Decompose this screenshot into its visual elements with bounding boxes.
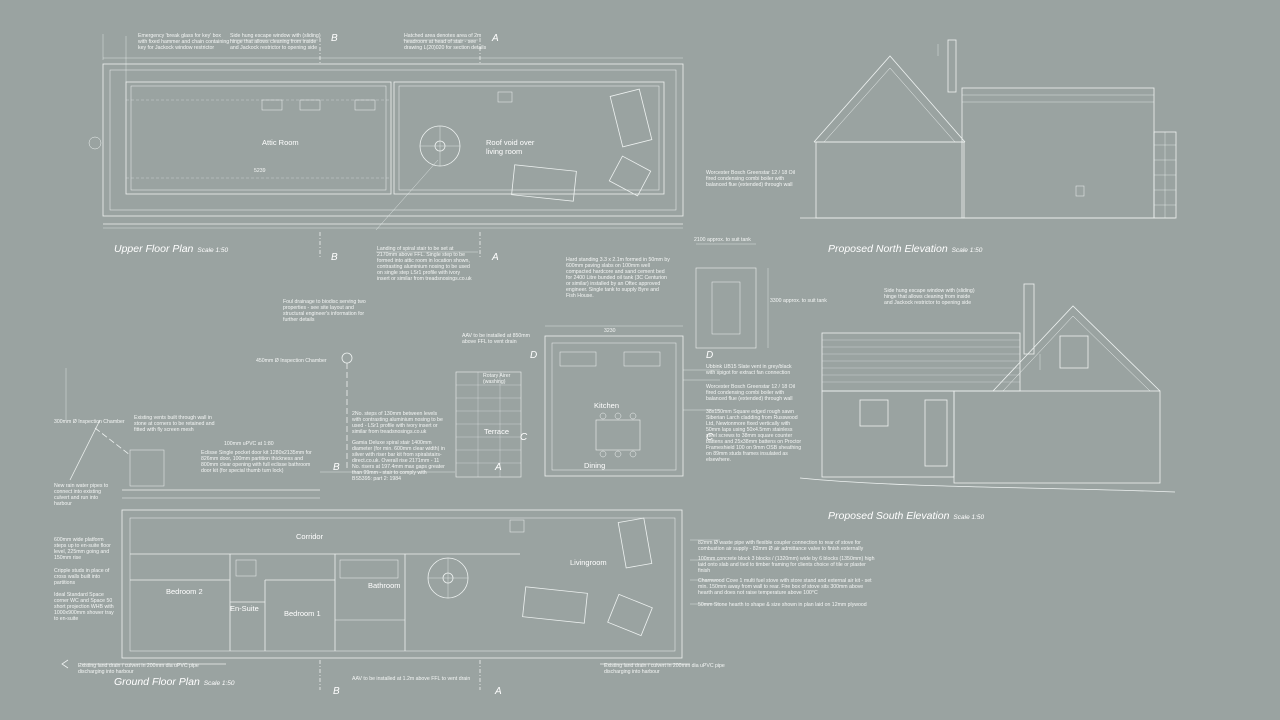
note-concrete-block: 100mm concrete block 3 blocks / (1320mm)… <box>698 556 875 574</box>
note-inspection-450: 450mm Ø Inspection Chamber <box>256 358 327 364</box>
upper-scale: Scale 1:50 <box>197 247 229 254</box>
note-cripple-studs: Cripple studs in place of cross walls bu… <box>54 568 110 586</box>
ground-title-text: Ground Floor Plan <box>114 676 200 688</box>
note-larch-cladding: 38x150mm Square edged rough sawn Siberia… <box>706 409 802 463</box>
note-two-steps: 2No. steps of 130mm between levels with … <box>352 411 443 435</box>
room-attic: Attic Room <box>262 138 299 147</box>
dim-kitchen-width: 3230 <box>604 328 616 334</box>
upper-floor-plan <box>88 34 684 258</box>
note-escape-window-upper: Side hung escape window with (sliding) h… <box>230 33 321 51</box>
section-marker-b-top: B <box>331 33 338 44</box>
north-scale: Scale 1:50 <box>951 247 983 254</box>
north-title-text: Proposed North Elevation <box>828 243 948 255</box>
room-kitchen: Kitchen <box>594 401 620 410</box>
note-upvc-pipe: 100mm uPVC at 1:80 <box>224 441 274 447</box>
dim-tank-width: 2100 approx. to suit tank <box>694 237 751 243</box>
note-foul-drainage: Foul drainage to biodisc serving two pro… <box>283 299 366 323</box>
section-marker-b-lower: B <box>333 462 340 473</box>
note-land-drain-right: Existing land drain / culvert in 200mm d… <box>604 663 725 675</box>
section-marker-a-bottom: A <box>495 686 502 697</box>
note-slate-vent: Ubbink UB15 Slate vent in grey/black wit… <box>706 364 792 376</box>
south-scale: Scale 1:50 <box>953 514 985 521</box>
room-bathroom: Bathroom <box>368 581 401 590</box>
note-inspection-300: 300mm Ø Inspection Chamber <box>54 419 125 425</box>
rotary-airer-label: Rotary Airer (washing) <box>483 373 511 385</box>
note-land-drain-left: Existing land drain / culvert in 200mm d… <box>78 663 199 675</box>
note-hard-standing: Hard standing 3.3 x 2.1m formed in 50mm … <box>566 257 670 299</box>
note-ideal-standard: Ideal Standard Space corner WC and Space… <box>54 592 114 622</box>
room-corridor: Corridor <box>296 532 324 541</box>
note-platform: 600mm wide platform steps up to en-suite… <box>54 537 111 561</box>
south-elevation <box>799 283 1176 493</box>
ground-floor-plan <box>61 243 769 690</box>
dim-tank-length: 3300 approx. to suit tank <box>770 298 827 304</box>
note-aav-850: AAV to be installed at 850mm above FFL t… <box>462 333 530 345</box>
note-boiler-ground: Worcester Bosch Greenstar 12 / 18 Oil fi… <box>706 384 795 402</box>
note-hatched-area: Hatched area denotes area of 2m headroom… <box>404 33 487 51</box>
room-bedroom-1: Bedroom 1 <box>284 609 321 618</box>
section-marker-d-right: D <box>706 350 714 361</box>
note-rain-water: New rain water pipes to connect into exi… <box>54 483 109 507</box>
note-spiral-stair: Gamia Deluxe spiral stair 1400mm diamete… <box>352 440 445 482</box>
note-aav-1200: AAV to be installed at 1.2m above FFL to… <box>352 676 471 682</box>
note-stove: Charnwood Cove 1 multi fuel stove with s… <box>698 578 872 596</box>
note-pocket-door: Eclisse Single pocket door kit 1280x2135… <box>201 450 312 474</box>
section-marker-b-mid: B <box>331 252 338 263</box>
room-bedroom-2: Bedroom 2 <box>166 587 203 596</box>
section-marker-b-bottom: B <box>333 686 340 697</box>
section-marker-c-right: C <box>706 432 714 443</box>
dim-attic-length: 5239 <box>254 168 266 174</box>
section-marker-a-mid: A <box>492 252 499 263</box>
room-livingroom: Livingroom <box>570 558 607 567</box>
upper-title-text: Upper Floor Plan <box>114 243 194 255</box>
room-terrace: Terrace <box>484 427 510 436</box>
note-spiral-landing: Landing of spiral stair to be set at 217… <box>377 246 472 282</box>
note-hearth: 50mm Stone hearth to shape & size shown … <box>698 602 867 608</box>
note-waste-pipe: 82mm Ø waste pipe with flexible coupler … <box>698 540 864 552</box>
section-marker-c-left: C <box>520 432 528 443</box>
note-break-glass: Emergency 'break glass for key' box with… <box>138 33 230 51</box>
note-escape-window-south: Side hung escape window with (sliding) h… <box>884 288 975 306</box>
room-dining: Dining <box>584 461 606 470</box>
section-marker-a-lower: A <box>495 462 502 473</box>
note-boiler-north: Worcester Bosch Greenstar 12 / 18 Oil fi… <box>706 170 795 188</box>
section-marker-a-top: A <box>492 33 499 44</box>
north-elevation <box>800 39 1177 219</box>
south-title-text: Proposed South Elevation <box>828 510 950 522</box>
ground-scale: Scale 1:50 <box>203 680 235 687</box>
note-existing-vents: Existing vents built through wall in sto… <box>134 415 215 433</box>
room-roof-void: Roof void over living room <box>486 138 535 156</box>
room-ensuite: En-Suite <box>230 604 259 613</box>
section-marker-d-left: D <box>530 350 538 361</box>
